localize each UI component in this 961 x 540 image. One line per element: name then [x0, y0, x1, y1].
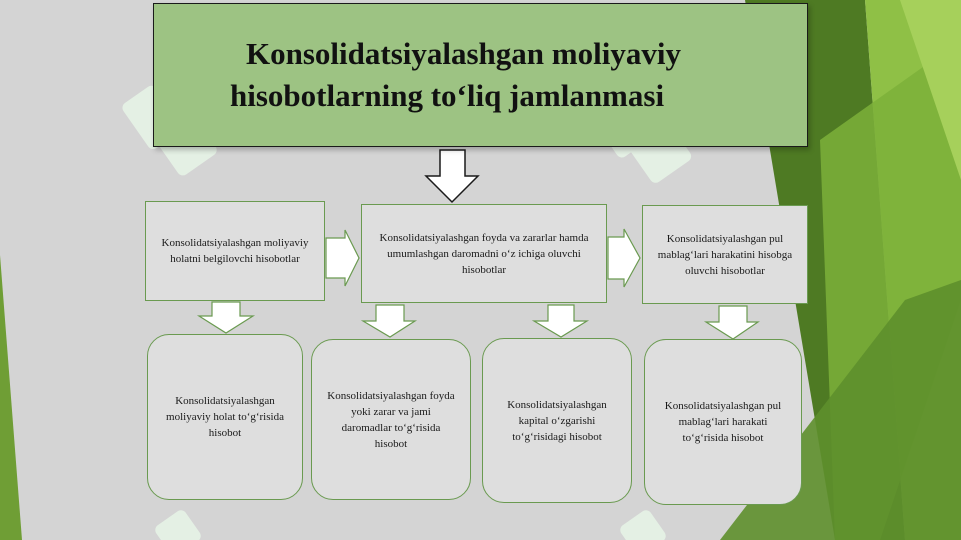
- down-arrow-4: [703, 305, 760, 340]
- down-arrow-main: [424, 149, 480, 204]
- bottom-box-equity-changes-report: Konsolidatsiyalashgan kapital o‘zgarishi…: [482, 338, 632, 503]
- top-box-profit-loss: Konsolidatsiyalashgan foyda va zararlar …: [361, 204, 607, 303]
- bottom-box-label: Konsolidatsiyalashgan foyda yoki zarar v…: [327, 389, 455, 450]
- right-arrow-2: [607, 228, 641, 288]
- down-arrow-1: [196, 301, 256, 334]
- top-box-label: Konsolidatsiyalashgan pul mablag‘lari ha…: [657, 232, 793, 277]
- right-facet-bright: [900, 0, 961, 180]
- title-line-1: Konsolidatsiyalashgan moliyaviy: [246, 36, 681, 71]
- down-arrow-3: [531, 304, 590, 338]
- bottom-box-label: Konsolidatsiyalashgan moliyaviy holat to…: [166, 395, 284, 439]
- top-box-label: Konsolidatsiyalashgan foyda va zararlar …: [379, 231, 589, 276]
- top-box-label: Konsolidatsiyalashgan moliyaviy holatni …: [161, 237, 309, 265]
- right-arrow-1: [325, 229, 360, 287]
- top-box-financial-position: Konsolidatsiyalashgan moliyaviy holatni …: [145, 201, 325, 301]
- title-box: Konsolidatsiyalashgan moliyaviy hisobotl…: [153, 3, 808, 147]
- bottom-box-label: Konsolidatsiyalashgan kapital o‘zgarishi…: [507, 398, 607, 443]
- bottom-box-financial-position-report: Konsolidatsiyalashgan moliyaviy holat to…: [147, 334, 303, 500]
- left-green-accent: [0, 255, 22, 540]
- top-box-cash-flow: Konsolidatsiyalashgan pul mablag‘lari ha…: [642, 205, 808, 304]
- bottom-box-cash-flow-report: Konsolidatsiyalashgan pul mablag‘lari ha…: [644, 339, 802, 505]
- bottom-box-profit-loss-report: Konsolidatsiyalashgan foyda yoki zarar v…: [311, 339, 471, 500]
- down-arrow-2: [360, 304, 418, 338]
- title-line-2: hisobotlarning to‘liq jamlanmasi: [230, 78, 665, 113]
- bottom-box-label: Konsolidatsiyalashgan pul mablag‘lari ha…: [664, 400, 782, 444]
